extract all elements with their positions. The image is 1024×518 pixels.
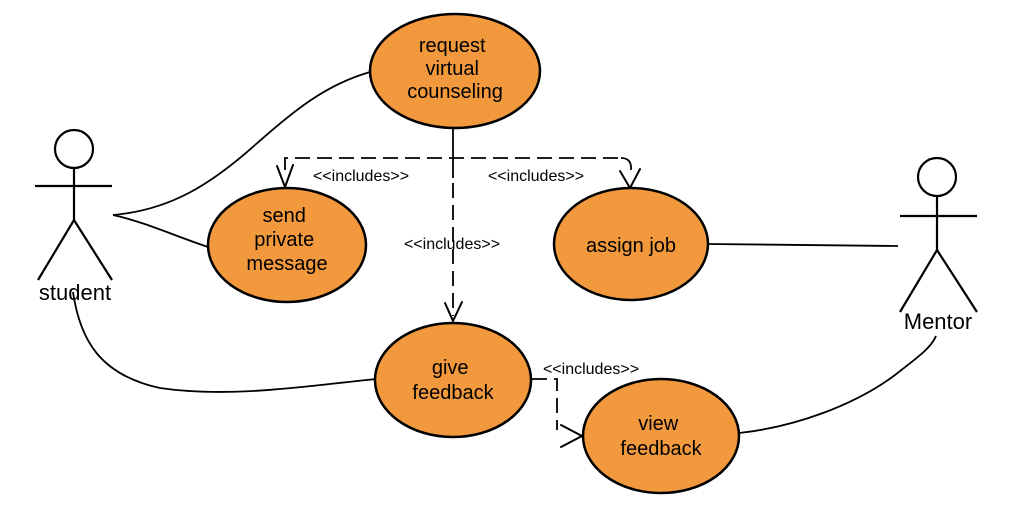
usecase-request-virtual-counseling-shape <box>368 12 542 130</box>
association-student-send-private-message <box>112 214 209 248</box>
actor-student-label: student <box>39 280 111 305</box>
include-label-assign-job: <<includes>> <box>488 168 584 185</box>
actor-mentor-label: Mentor <box>904 309 972 334</box>
usecase-give-feedback: give feedback <box>373 321 533 439</box>
association-edges <box>72 71 937 434</box>
usecase-send-private-message-label: send private message <box>246 205 327 275</box>
student-head <box>53 128 95 170</box>
usecase-request-virtual-counseling: request virtual counseling <box>368 12 542 130</box>
association-view-feedback-mentor <box>738 335 937 434</box>
association-student-request-virtual-counseling <box>112 71 371 216</box>
usecase-view-feedback-shape <box>581 377 741 495</box>
usecase-view-feedback: view feedback <box>581 377 741 495</box>
actor-student: student <box>35 128 113 305</box>
arrowhead-into-view-feedback <box>560 424 585 448</box>
student-legs <box>37 217 113 281</box>
usecase-send-private-message: send private message <box>206 186 368 304</box>
include-label-give-feedback: <<includes>> <box>404 236 500 253</box>
usecase-request-virtual-counseling-label: request virtual counseling <box>407 35 503 103</box>
usecase-assign-job: assign job <box>552 186 710 302</box>
include-request-to-assign-job-hook <box>620 157 632 171</box>
include-label-send-private-message: <<includes>> <box>313 168 409 185</box>
mentor-legs <box>899 247 978 313</box>
include-request-to-send-private-message-line <box>284 157 620 170</box>
usecase-view-feedback-label: view feedback <box>620 413 702 460</box>
usecase-give-feedback-label: give feedback <box>412 357 494 404</box>
actor-mentor: Mentor <box>899 156 978 334</box>
usecase-send-private-message-shape <box>206 186 368 304</box>
association-student-give-feedback <box>72 291 378 393</box>
usecase-give-feedback-shape <box>373 321 533 439</box>
usecase-assign-job-shape <box>552 186 710 302</box>
usecase-assign-job-label: assign job <box>586 235 676 257</box>
arrowhead-into-give-feedback <box>444 301 463 324</box>
association-assign-job-mentor <box>707 243 899 247</box>
include-give-feedback-to-view-feedback-line <box>532 378 558 430</box>
mentor-head <box>916 156 958 198</box>
arrowhead-into-assign-job <box>619 168 641 191</box>
include-label-view-feedback: <<includes>> <box>543 361 639 378</box>
